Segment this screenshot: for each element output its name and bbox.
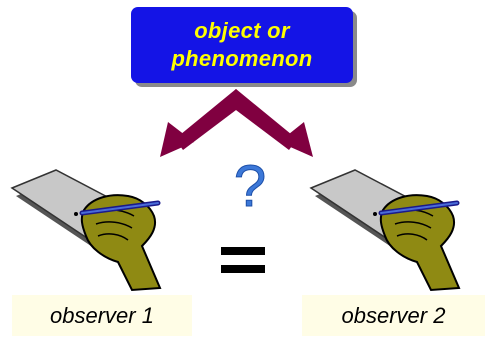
observer-1-label: observer 1 (12, 295, 192, 336)
equals-icon (221, 247, 265, 273)
box-line-2: phenomenon (171, 46, 313, 71)
pen-icon (74, 200, 161, 216)
observer-1-figure (10, 169, 162, 292)
observer-2-figure (309, 169, 461, 292)
observer-2-text: observer 2 (341, 302, 446, 328)
arrow-right-icon (224, 89, 313, 157)
pen-icon (373, 200, 460, 216)
observer-2-label: observer 2 (302, 295, 485, 336)
object-phenomenon-box: object or phenomenon (131, 7, 353, 83)
box-line-1: object or (194, 18, 290, 43)
observer-1-text: observer 1 (50, 302, 154, 328)
question-mark-icon: ? (234, 154, 266, 219)
